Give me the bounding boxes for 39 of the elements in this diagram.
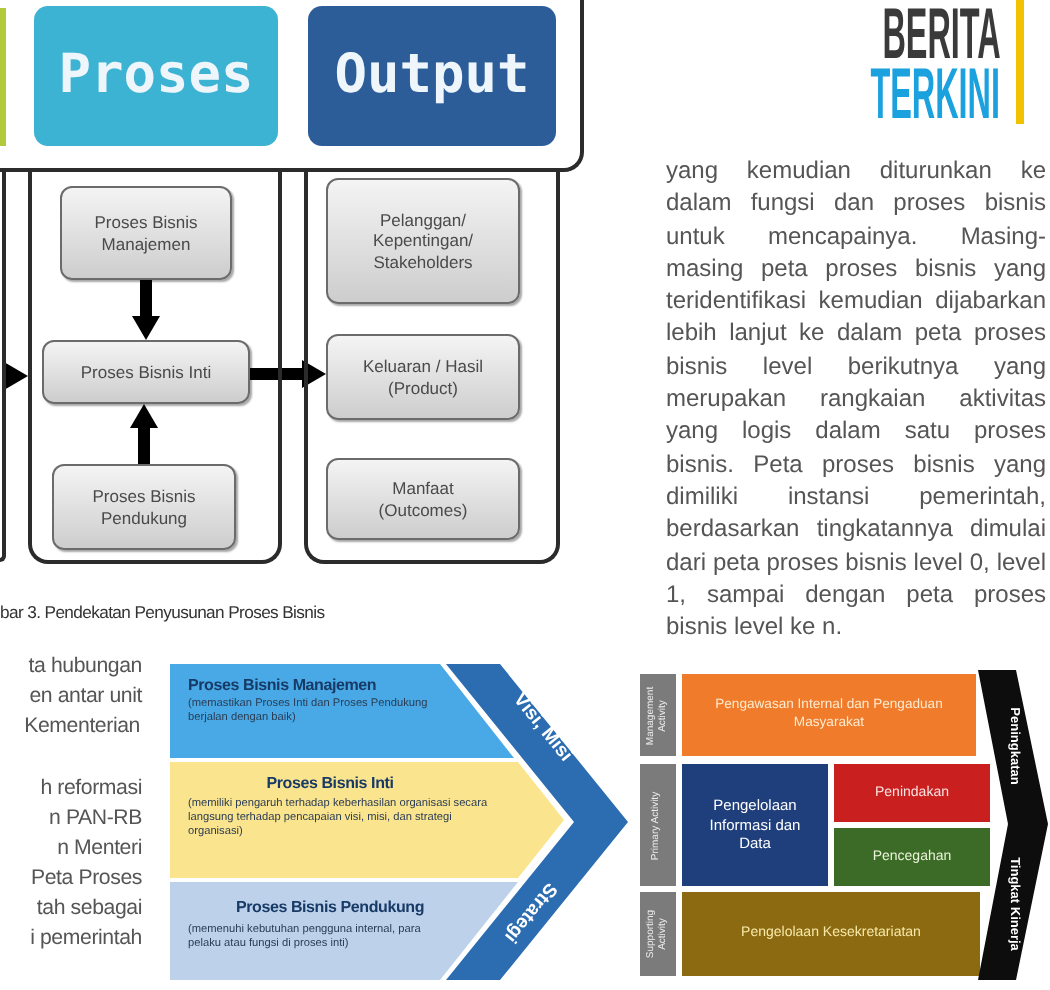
process-box: Pelanggan/ Kepentingan/ Stakeholders	[326, 178, 520, 304]
row-label-tab	[640, 674, 676, 756]
body-text: n Menteri	[57, 836, 142, 862]
column-header: Proses	[34, 6, 278, 146]
column-header	[0, 8, 6, 146]
process-band	[170, 664, 514, 758]
process-box: Proses Bisnis Manajemen	[60, 186, 232, 280]
body-text: yang kemudian diturunkan ke dalam fungsi dan proses bisnis untuk mencapainya. Masing- masing peta proses bisnis yang teridentifikasi kemudian dijabarkan lebih lanjut ke dalam peta proses bisnis level berikutnya yang merupakan rangkaian aktivitas yang logis dalam satu proses bisnis. Peta proses bisnis yang dimiliki instansi pemerintah, berdasarkan tingkatannya dimulai dari peta proses bisnis level 0, level 1, sampai dengan peta proses bisnis level ke n.	[666, 154, 1046, 643]
band-title: Proses Bisnis Pendukung	[233, 898, 427, 918]
column-frame	[28, 172, 282, 564]
process-band	[170, 762, 564, 878]
band-title: Proses Bisnis Manajemen	[188, 676, 379, 696]
process-box: Keluaran / Hasil (Product)	[326, 334, 520, 420]
row-label-tab	[640, 764, 676, 886]
column-header: Output	[308, 6, 556, 146]
section-title: BERITA	[881, 4, 1000, 64]
body-text: ta hubungan	[28, 654, 142, 680]
figure-caption: bar 3. Pendekatan Penyusunan Proses Bisnis	[0, 602, 325, 624]
process-box: Proses Bisnis Inti	[42, 340, 250, 404]
band-title: Proses Bisnis Inti	[264, 774, 396, 794]
arrow	[130, 404, 158, 464]
body-text: n PAN-RB	[49, 806, 142, 832]
arrow	[250, 360, 326, 388]
process-box: Manfaat (Outcomes)	[326, 458, 520, 540]
body-text: Kementerian	[24, 714, 140, 740]
body-text: i pemerintah	[30, 926, 142, 952]
arrow	[132, 280, 160, 340]
body-text: h reformasi	[40, 776, 142, 802]
column-frame	[304, 172, 560, 564]
body-text: tah sebagai	[36, 896, 142, 922]
row-label-tab	[640, 892, 676, 976]
chevron-band	[978, 670, 1048, 980]
section-title: TERKINI	[870, 64, 1000, 124]
process-box: Proses Bisnis Pendukung	[52, 464, 236, 550]
body-text: Peta Proses	[30, 866, 142, 892]
arrow	[4, 362, 28, 390]
header-frame	[0, 0, 584, 172]
body-text: en antar unit	[29, 684, 142, 710]
column-frame	[0, 172, 6, 562]
